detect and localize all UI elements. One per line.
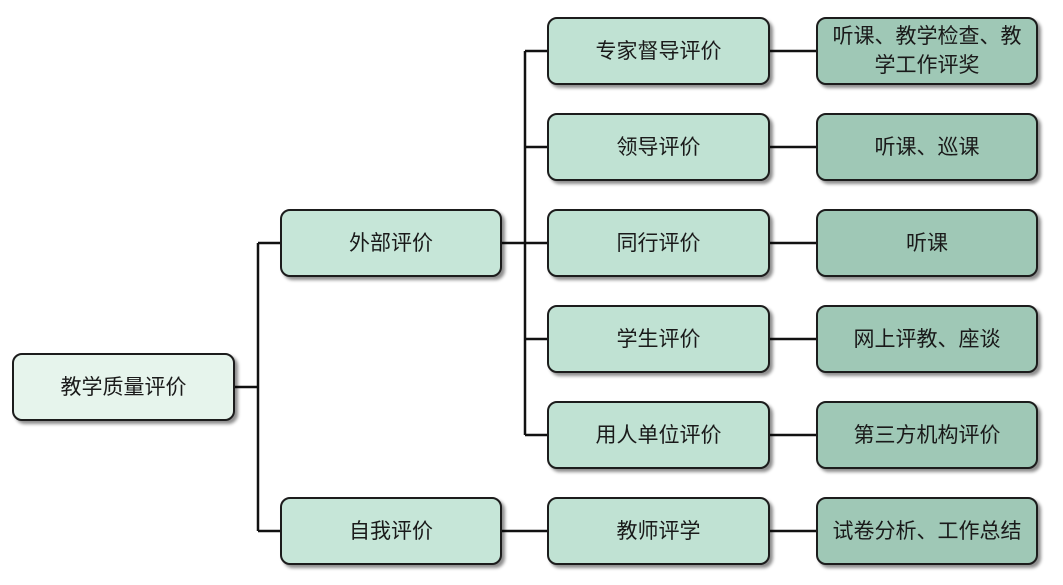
method-leader-label: 听课、巡课 — [874, 134, 980, 159]
evaluation-employer-label: 用人单位评价 — [595, 422, 722, 447]
method-expert-node: 听课、教学检查、教学工作评奖 — [816, 17, 1038, 85]
method-peer-node: 听课 — [816, 209, 1038, 277]
method-teacher-node: 试卷分析、工作总结 — [816, 497, 1038, 565]
category-external-node: 外部评价 — [280, 209, 502, 277]
evaluation-leader-label: 领导评价 — [616, 134, 701, 159]
method-employer-node: 第三方机构评价 — [816, 401, 1038, 469]
method-student-node: 网上评教、座谈 — [816, 305, 1038, 373]
evaluation-peer-label: 同行评价 — [616, 230, 701, 255]
root-node: 教学质量评价 — [12, 353, 235, 421]
evaluation-expert-label: 专家督导评价 — [595, 38, 722, 63]
evaluation-teacher-label: 教师评学 — [616, 518, 701, 543]
category-self-label: 自我评价 — [349, 518, 433, 543]
evaluation-student-label: 学生评价 — [616, 326, 701, 351]
method-peer-label: 听课 — [906, 230, 948, 255]
method-expert-label: 听课、教学检查、教学工作评奖 — [832, 24, 1022, 77]
evaluation-student-node: 学生评价 — [547, 305, 770, 373]
method-leader-node: 听课、巡课 — [816, 113, 1038, 181]
category-self-node: 自我评价 — [280, 497, 502, 565]
method-teacher-label: 试卷分析、工作总结 — [832, 518, 1022, 543]
root-label: 教学质量评价 — [60, 374, 187, 399]
evaluation-teacher-node: 教师评学 — [547, 497, 770, 565]
method-employer-label: 第三方机构评价 — [853, 422, 1001, 447]
evaluation-peer-node: 同行评价 — [547, 209, 770, 277]
method-student-label: 网上评教、座谈 — [853, 326, 1001, 351]
category-external-label: 外部评价 — [349, 230, 433, 255]
evaluation-expert-node: 专家督导评价 — [547, 17, 770, 85]
evaluation-leader-node: 领导评价 — [547, 113, 770, 181]
evaluation-employer-node: 用人单位评价 — [547, 401, 770, 469]
